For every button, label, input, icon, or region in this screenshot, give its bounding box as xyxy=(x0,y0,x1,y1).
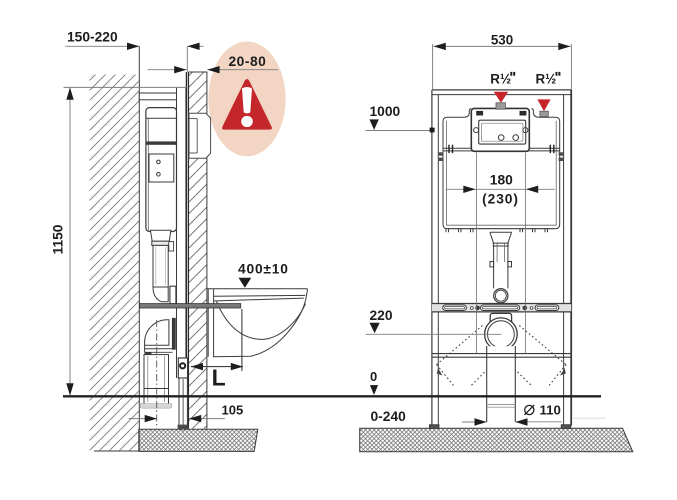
svg-text:0-240: 0-240 xyxy=(371,409,407,424)
svg-text:530: 530 xyxy=(491,33,513,48)
svg-text:400±10: 400±10 xyxy=(238,262,289,277)
svg-text:(230): (230) xyxy=(482,191,519,206)
svg-text:150-220: 150-220 xyxy=(67,30,118,45)
svg-text:180: 180 xyxy=(490,172,513,187)
svg-text:0: 0 xyxy=(370,369,377,384)
svg-text:110: 110 xyxy=(540,403,561,418)
svg-text:R½: R½ xyxy=(490,71,511,86)
svg-text:L: L xyxy=(212,365,226,391)
svg-text:R½: R½ xyxy=(536,71,557,86)
svg-text:105: 105 xyxy=(222,403,244,418)
svg-text:220: 220 xyxy=(370,308,393,323)
svg-text:20-80: 20-80 xyxy=(229,54,267,69)
svg-text:1150: 1150 xyxy=(51,224,66,254)
svg-text:1000: 1000 xyxy=(370,104,401,119)
